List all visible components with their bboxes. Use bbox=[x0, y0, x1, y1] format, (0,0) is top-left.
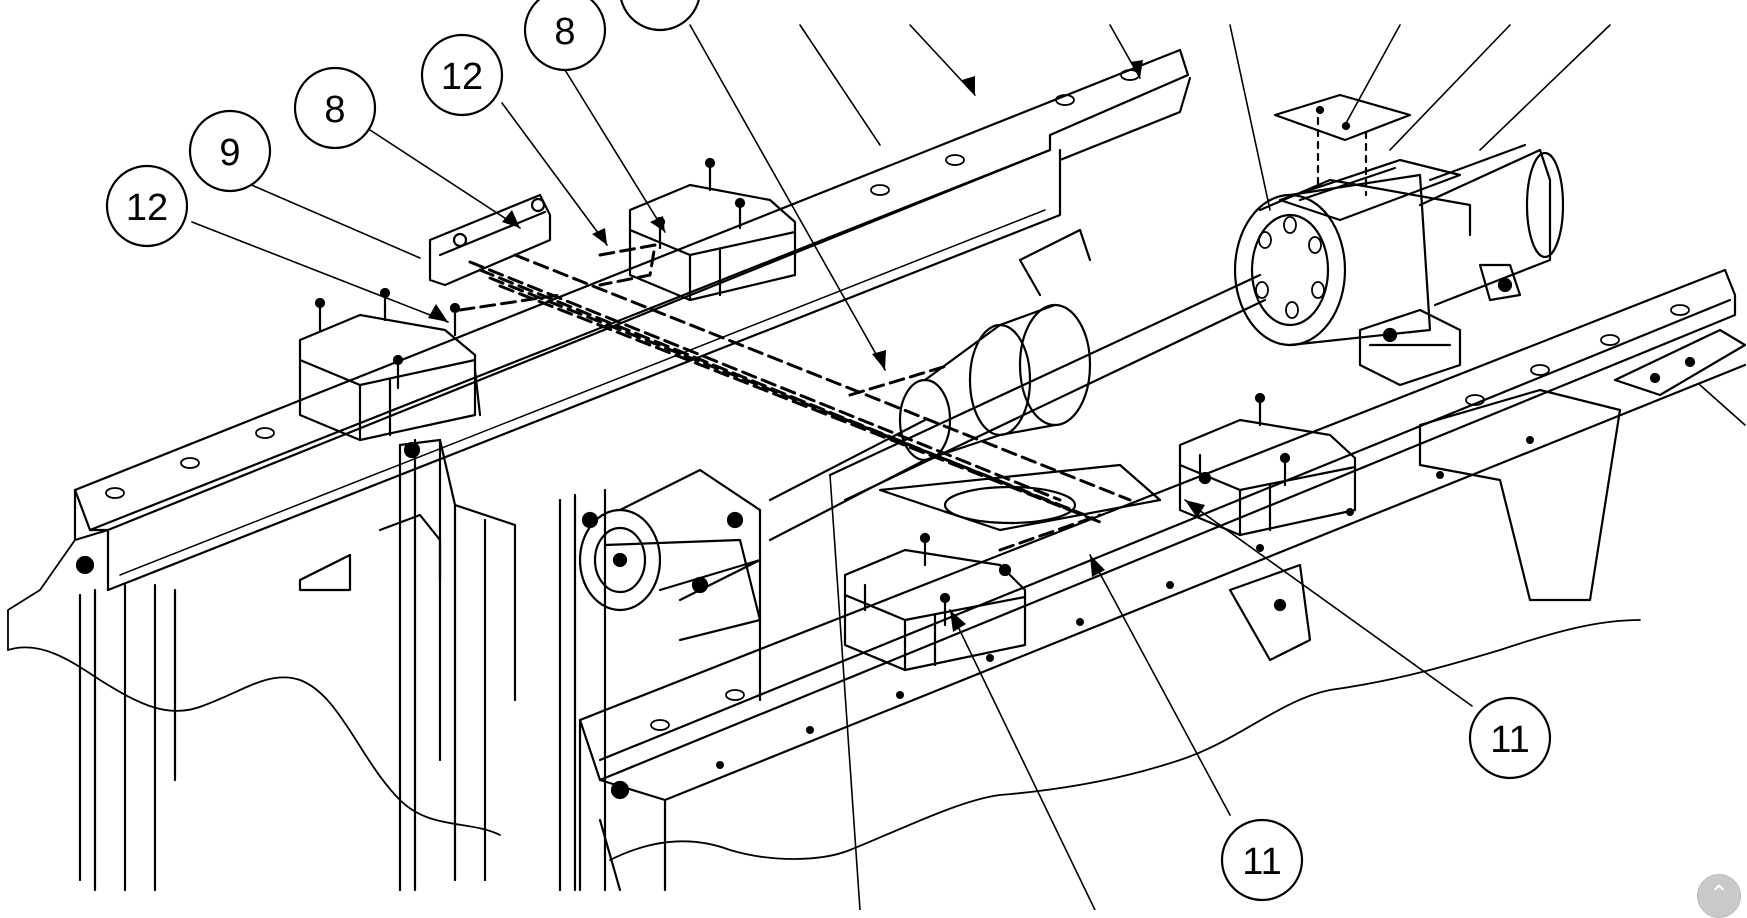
motor-assembly bbox=[1233, 93, 1565, 387]
base-plate bbox=[878, 228, 1622, 662]
callout-label: 9 bbox=[219, 132, 240, 174]
cable-bracket bbox=[428, 193, 552, 287]
front-rail bbox=[578, 268, 1747, 892]
partial-callout-top bbox=[620, 0, 700, 32]
arrowheads bbox=[428, 60, 1205, 632]
callout-label: 12 bbox=[441, 56, 483, 98]
top-rail bbox=[73, 48, 1192, 592]
part-callout-c-9: 9 bbox=[188, 109, 272, 193]
part-callout-c-12-left: 12 bbox=[105, 164, 189, 248]
carriage-front-right bbox=[1178, 392, 1357, 537]
callout-label: 8 bbox=[554, 11, 575, 53]
callout-label: 11 bbox=[1490, 719, 1529, 761]
carriage-top-mid bbox=[628, 157, 797, 302]
callout-label: 12 bbox=[126, 187, 168, 229]
part-callout-c-8-mid: 8 bbox=[293, 66, 377, 150]
part-callout-c-11-bottom: 11 bbox=[1220, 818, 1304, 902]
carriage-left bbox=[298, 287, 482, 442]
part-callout-c-11-right: 11 bbox=[1468, 696, 1552, 780]
break-lines bbox=[7, 539, 1641, 861]
cable-bundle bbox=[458, 243, 1132, 552]
chevron-up-icon: ⌃ bbox=[1708, 880, 1730, 908]
part-callout-c-12-top: 12 bbox=[420, 33, 504, 117]
scroll-to-top-button[interactable]: ⌃ bbox=[1697, 874, 1741, 918]
carriage-front-left bbox=[843, 532, 1027, 672]
left-frame bbox=[78, 438, 762, 892]
bearing-block bbox=[578, 468, 762, 642]
callout-label: 11 bbox=[1242, 841, 1281, 883]
leader-lines bbox=[191, 24, 1746, 910]
motor-flange-holes bbox=[1255, 216, 1325, 319]
motor-cover-plate bbox=[1273, 93, 1412, 197]
part-callout-c-8-top: 8 bbox=[523, 0, 607, 72]
callout-label: 8 bbox=[324, 89, 345, 131]
ball-screw bbox=[768, 273, 1267, 542]
